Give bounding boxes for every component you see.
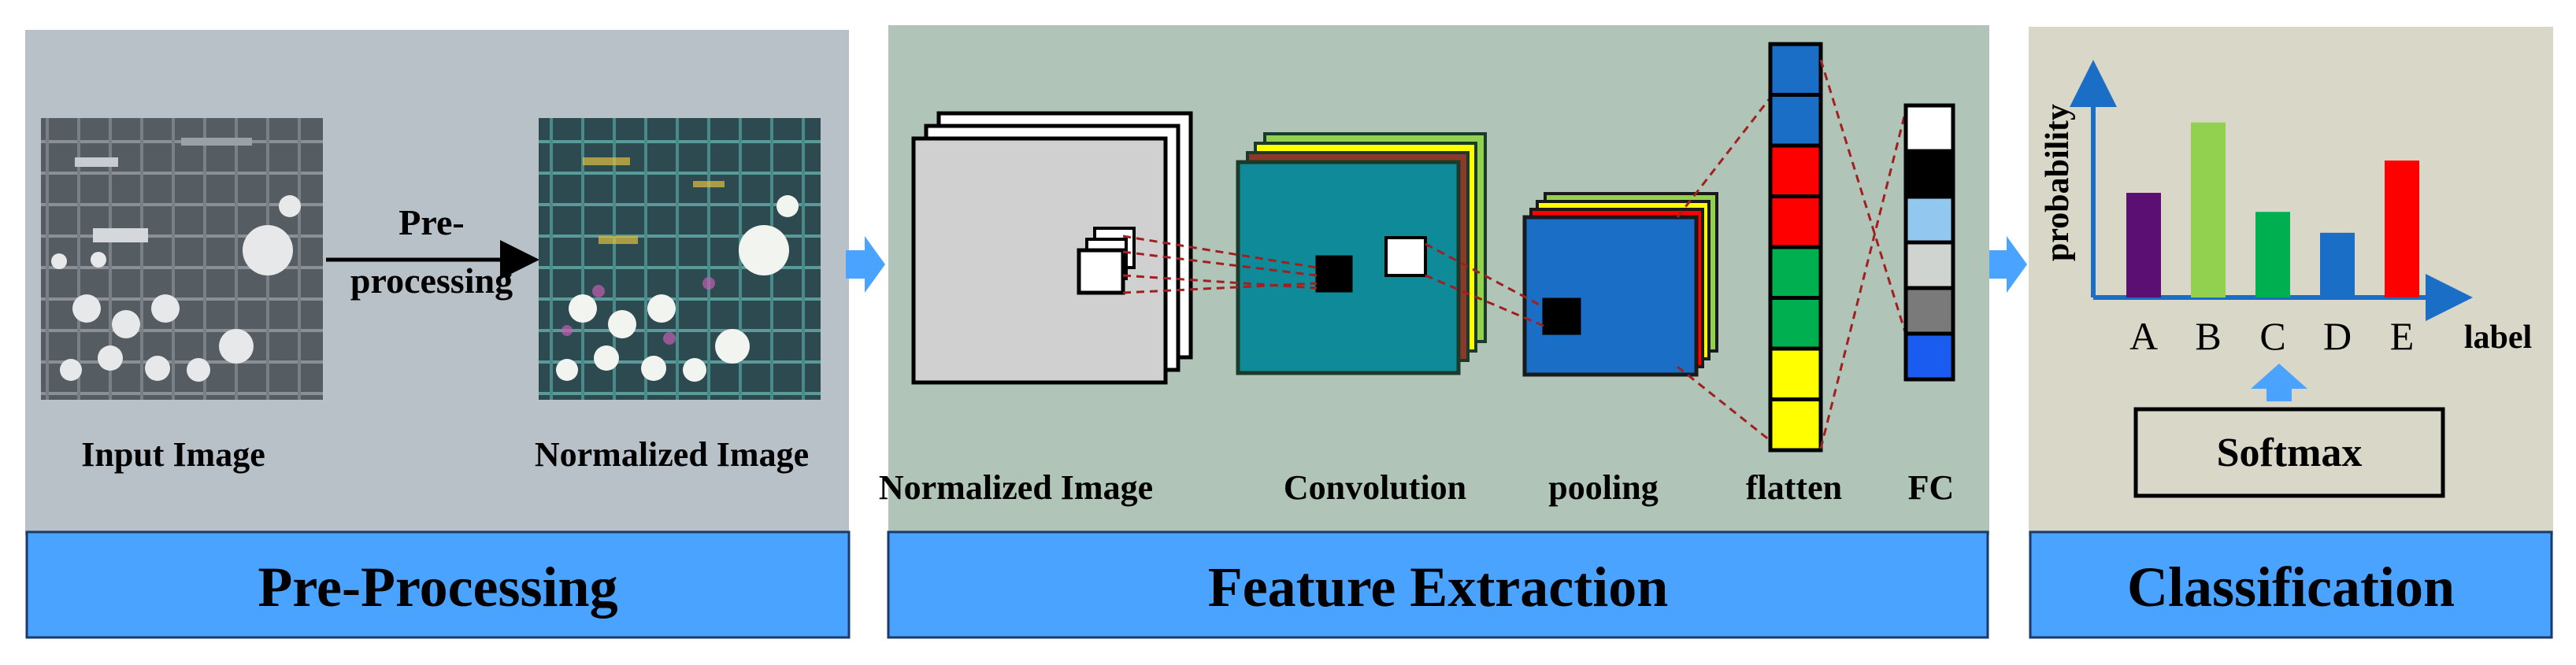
fc-cell [1903, 149, 1955, 199]
label-flatten: flatten [1746, 468, 1842, 507]
chart-category-label: C [2259, 314, 2285, 358]
flow-arrow-1 [846, 236, 885, 293]
panel-feature-extraction: Normalized Image Convolution pooling fla… [879, 25, 1989, 639]
input-volume [911, 111, 1193, 385]
input-image [41, 118, 323, 400]
label-normalized-image: Normalized Image [879, 468, 1153, 507]
chart-bar-e [2385, 160, 2419, 297]
arrow-label-line1: Pre- [398, 202, 464, 242]
chart-category-label: E [2390, 314, 2415, 358]
fc-cell [1903, 103, 1955, 153]
title-bar-feature-extraction [887, 530, 1989, 639]
chart-bar-a [2126, 193, 2161, 297]
flatten-cell [1768, 245, 1823, 300]
fc-cell [1903, 331, 1955, 382]
chart-bars [2126, 122, 2419, 297]
chart-bar-c [2255, 212, 2290, 297]
flatten-cell [1768, 397, 1823, 453]
dashed-conv-to-pool [1425, 242, 1544, 327]
chart-category-label: B [2195, 314, 2221, 358]
label-pooling: pooling [1548, 468, 1658, 507]
chart-category-label: D [2323, 314, 2352, 358]
flatten-cell [1768, 296, 1823, 351]
flatten-cell [1768, 143, 1823, 198]
chart-xlabel: label [2464, 320, 2532, 356]
flatten-cell [1768, 93, 1823, 148]
fc-cell [1903, 240, 1955, 290]
normalized-image-label: Normalized Image [535, 435, 809, 474]
dashed-pool-to-flatten [1676, 97, 1772, 442]
label-convolution: Convolution [1284, 468, 1466, 507]
softmax-box [2133, 407, 2445, 498]
fc-vector [1903, 103, 1955, 382]
chart-bar-d [2320, 232, 2355, 297]
softmax-arrow [2251, 364, 2307, 401]
normalized-image [539, 118, 821, 400]
input-image-label: Input Image [81, 435, 265, 474]
flow-arrow-2 [1989, 236, 2027, 293]
chart-ylabel: probability [2040, 104, 2076, 261]
arrow-label-line2: processing [350, 260, 513, 301]
flatten-cell [1768, 194, 1823, 249]
title-feature-extraction: Feature Extraction [1208, 556, 1669, 619]
label-fc: FC [1908, 468, 1955, 507]
dashed-flatten-to-fc [1819, 59, 1907, 449]
flatten-vector [1768, 42, 1823, 453]
convolution-volume [1236, 132, 1487, 375]
pooling-volume [1522, 192, 1718, 377]
panel-preprocessing: Pre- processing Input Image Normalized I… [25, 30, 851, 639]
fc-cell [1903, 194, 1955, 245]
flatten-cell [1768, 42, 1823, 97]
title-preprocessing: Pre-Processing [258, 556, 617, 619]
title-classification: Classification [2127, 556, 2455, 619]
chart-bar-b [2191, 122, 2226, 297]
fc-cell [1903, 286, 1955, 336]
softmax-label: Softmax [2217, 430, 2363, 475]
title-bar-preprocessing [25, 530, 851, 639]
flatten-cell [1768, 346, 1823, 401]
dashed-kernel-to-conv [1122, 235, 1318, 294]
title-bar-classification [2029, 530, 2553, 639]
chart-category-label: A [2129, 314, 2158, 358]
